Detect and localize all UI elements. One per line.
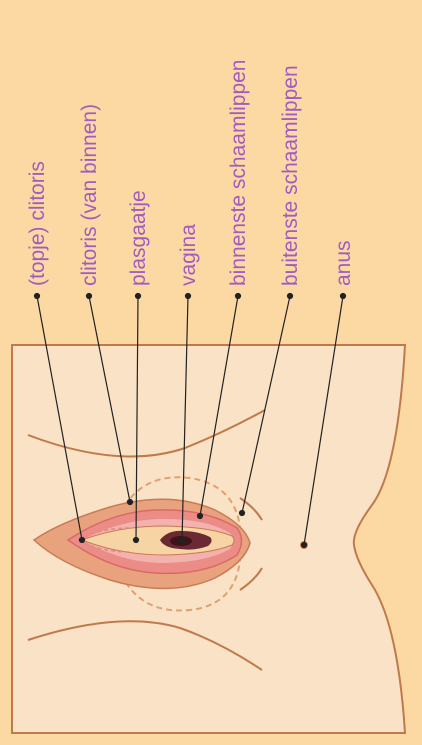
leader-end-inner-labia [198,514,203,519]
leader-dot-urethra [136,294,141,299]
leader-dot-vagina [186,294,191,299]
label-vagina: vagina [177,224,200,286]
leader-end-vagina [180,539,185,544]
label-outer-labia: buitenste schaamlippen [279,65,302,286]
leader-end-anus [302,543,307,548]
label-anus: anus [332,240,355,286]
label-urethra: plasgaatje [127,190,150,286]
label-inner-labia: binnenste schaamlippen [227,60,250,287]
label-clitoris-inner: clitoris (van binnen) [78,104,101,286]
leader-dot-outer-labia [288,294,293,299]
leader-end-outer-labia [240,511,245,516]
leader-end-clitoris-inner [128,500,133,505]
leader-dot-inner-labia [236,294,241,299]
leader-dot-clitoris-inner [87,294,92,299]
leader-dot-clitoris-tip [35,294,40,299]
leader-end-clitoris-tip [80,538,85,543]
leader-dot-anus [341,294,346,299]
label-clitoris-tip: (topje) clitoris [26,161,49,286]
leader-end-urethra [134,538,139,543]
